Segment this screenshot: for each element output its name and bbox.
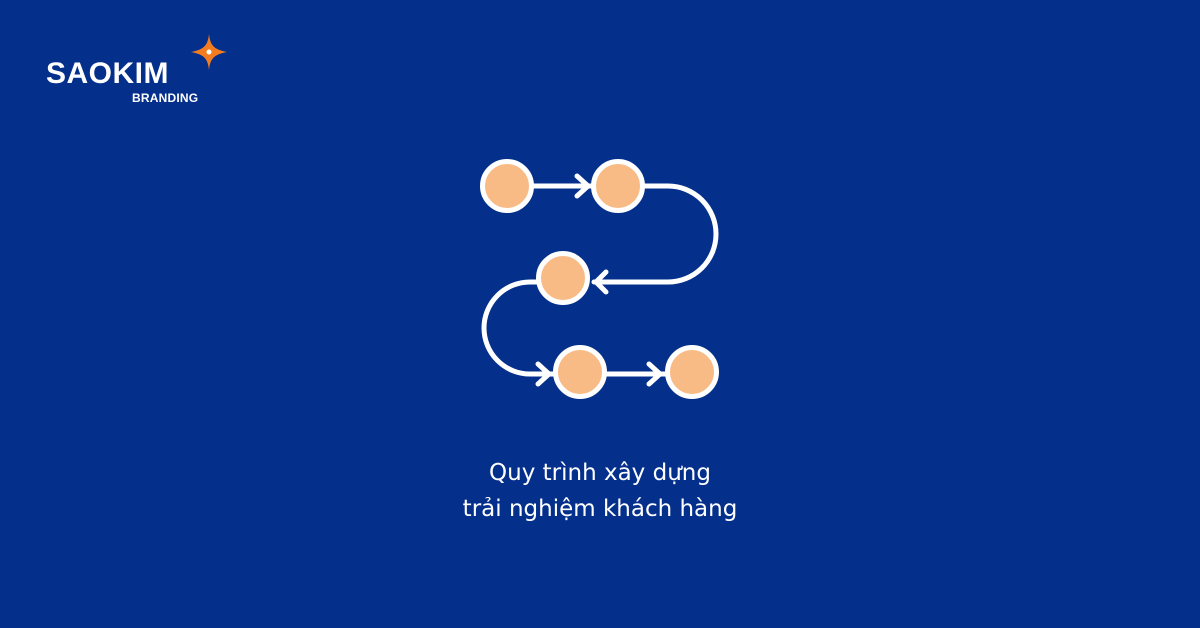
process-step-3 bbox=[536, 251, 590, 305]
flow-connector-3 bbox=[481, 279, 583, 377]
arrowhead-right-icon bbox=[535, 361, 552, 387]
flow-connector-2 bbox=[591, 183, 719, 285]
caption-line-2: trải nghiệm khách hàng bbox=[462, 496, 738, 522]
arrowhead-right-icon bbox=[574, 173, 591, 199]
arrowhead-right-icon bbox=[646, 361, 663, 387]
caption-line-1: Quy trình xây dựng bbox=[489, 460, 711, 486]
process-step-4 bbox=[553, 345, 607, 399]
process-step-2 bbox=[591, 159, 645, 213]
arrowhead-left-icon bbox=[593, 269, 609, 295]
brand-tagline: BRANDING bbox=[132, 91, 199, 105]
brand-logo: SAOKIM BRANDING bbox=[46, 34, 236, 114]
four-point-star-icon bbox=[191, 34, 227, 70]
process-step-5 bbox=[665, 345, 719, 399]
caption: Quy trình xây dựng trải nghiệm khách hàn… bbox=[0, 455, 1200, 527]
brand-name: SAOKIM bbox=[46, 57, 169, 90]
process-step-1 bbox=[480, 159, 534, 213]
